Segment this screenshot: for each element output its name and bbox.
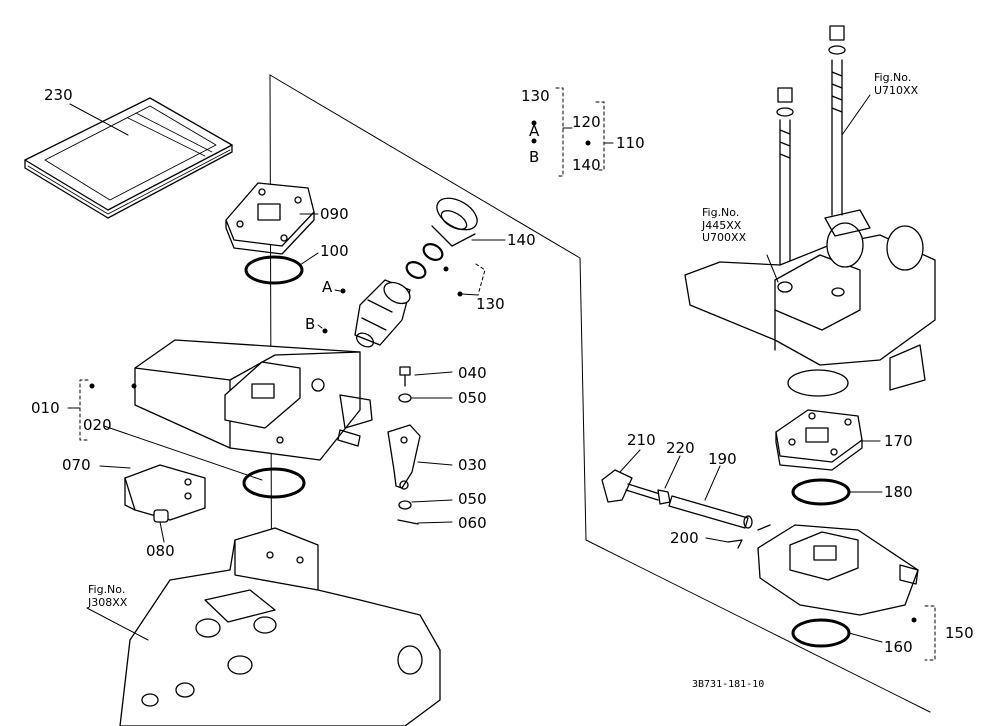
part-160-o-ring: [791, 618, 851, 648]
part-a-spool: [354, 279, 411, 348]
group-brackets: [67, 87, 936, 661]
callout-050-lower: 050: [458, 490, 487, 508]
fig-ref-j445-title: Fig.No.: [702, 206, 740, 219]
part-190-pin: [668, 495, 753, 529]
fig-ref-j308-title: Fig.No.: [88, 583, 126, 596]
fig-ref-j445-code1: J445XX: [702, 218, 742, 232]
part-170-cover: [775, 409, 863, 471]
callout-230: 230: [44, 86, 73, 104]
part-050-washer-lower: [398, 500, 412, 510]
callout-190: 190: [708, 450, 737, 468]
callout-180: 180: [884, 483, 913, 501]
part-030-lever: [387, 424, 421, 490]
fig-ref-j445-code2: U700XX: [702, 231, 747, 245]
callout-220: 220: [666, 439, 695, 457]
callout-040: 040: [458, 364, 487, 382]
part-230-manual: [24, 97, 233, 219]
callout-210: 210: [627, 431, 656, 449]
part-100-o-ring: [244, 255, 304, 285]
part-010-valve-body: [134, 339, 373, 461]
key-120: 120: [572, 113, 601, 131]
part-150-valve-body: [757, 524, 919, 616]
callout-020: 020: [83, 416, 112, 434]
key-b: B: [529, 148, 540, 166]
part-220-nut: [657, 489, 671, 505]
part-210-knob-bolt: [601, 469, 661, 503]
callout-080: 080: [146, 542, 175, 560]
key-a: A: [529, 122, 540, 140]
key-130: 130: [521, 87, 550, 105]
part-200-clip: [727, 539, 743, 549]
part-060-pin: [397, 519, 419, 525]
drawing-code: 3B731-181-10: [692, 679, 765, 690]
callout-b: B: [305, 315, 316, 333]
fig-ref-j308-code: J308XX: [88, 595, 128, 609]
part-090-cover: [225, 182, 315, 255]
fig-ref-j308: Fig.No. J308XX: [88, 583, 128, 609]
rod-assembly: [776, 25, 846, 286]
part-070-bracket: [124, 464, 206, 521]
callout-150: 150: [945, 624, 974, 642]
callout-050-upper: 050: [458, 389, 487, 407]
callout-100: 100: [320, 242, 349, 260]
key-140: 140: [572, 156, 601, 174]
callout-060: 060: [458, 514, 487, 532]
part-080-bolt: [153, 509, 169, 523]
lower-housing: [119, 527, 441, 726]
callout-160: 160: [884, 638, 913, 656]
assembly-o-ring: [787, 369, 849, 397]
callout-170: 170: [884, 432, 913, 450]
fig-ref-u710: Fig.No. U710XX: [874, 71, 919, 97]
fig-ref-j445: Fig.No. J445XX U700XX: [702, 206, 747, 245]
key-110: 110: [616, 134, 645, 152]
leader-lines: [69, 94, 883, 643]
callout-130: 130: [476, 295, 505, 313]
callout-200: 200: [670, 529, 699, 547]
callout-dots: [89, 120, 917, 623]
callout-030: 030: [458, 456, 487, 474]
callout-090: 090: [320, 205, 349, 223]
part-180-o-ring: [791, 478, 851, 506]
callout-140: 140: [507, 231, 536, 249]
part-040-bolt: [399, 366, 411, 387]
fig-ref-u710-code: U710XX: [874, 83, 919, 97]
callout-070: 070: [62, 456, 91, 474]
part-130-rings: [405, 243, 444, 279]
part-050-washer-upper: [398, 393, 412, 403]
callout-010: 010: [31, 399, 60, 417]
fig-ref-u710-title: Fig.No.: [874, 71, 912, 84]
part-020-o-ring: [242, 467, 306, 499]
part-140-cap: [431, 197, 478, 247]
valve-assembly: [684, 209, 936, 391]
callout-a: A: [322, 278, 333, 296]
